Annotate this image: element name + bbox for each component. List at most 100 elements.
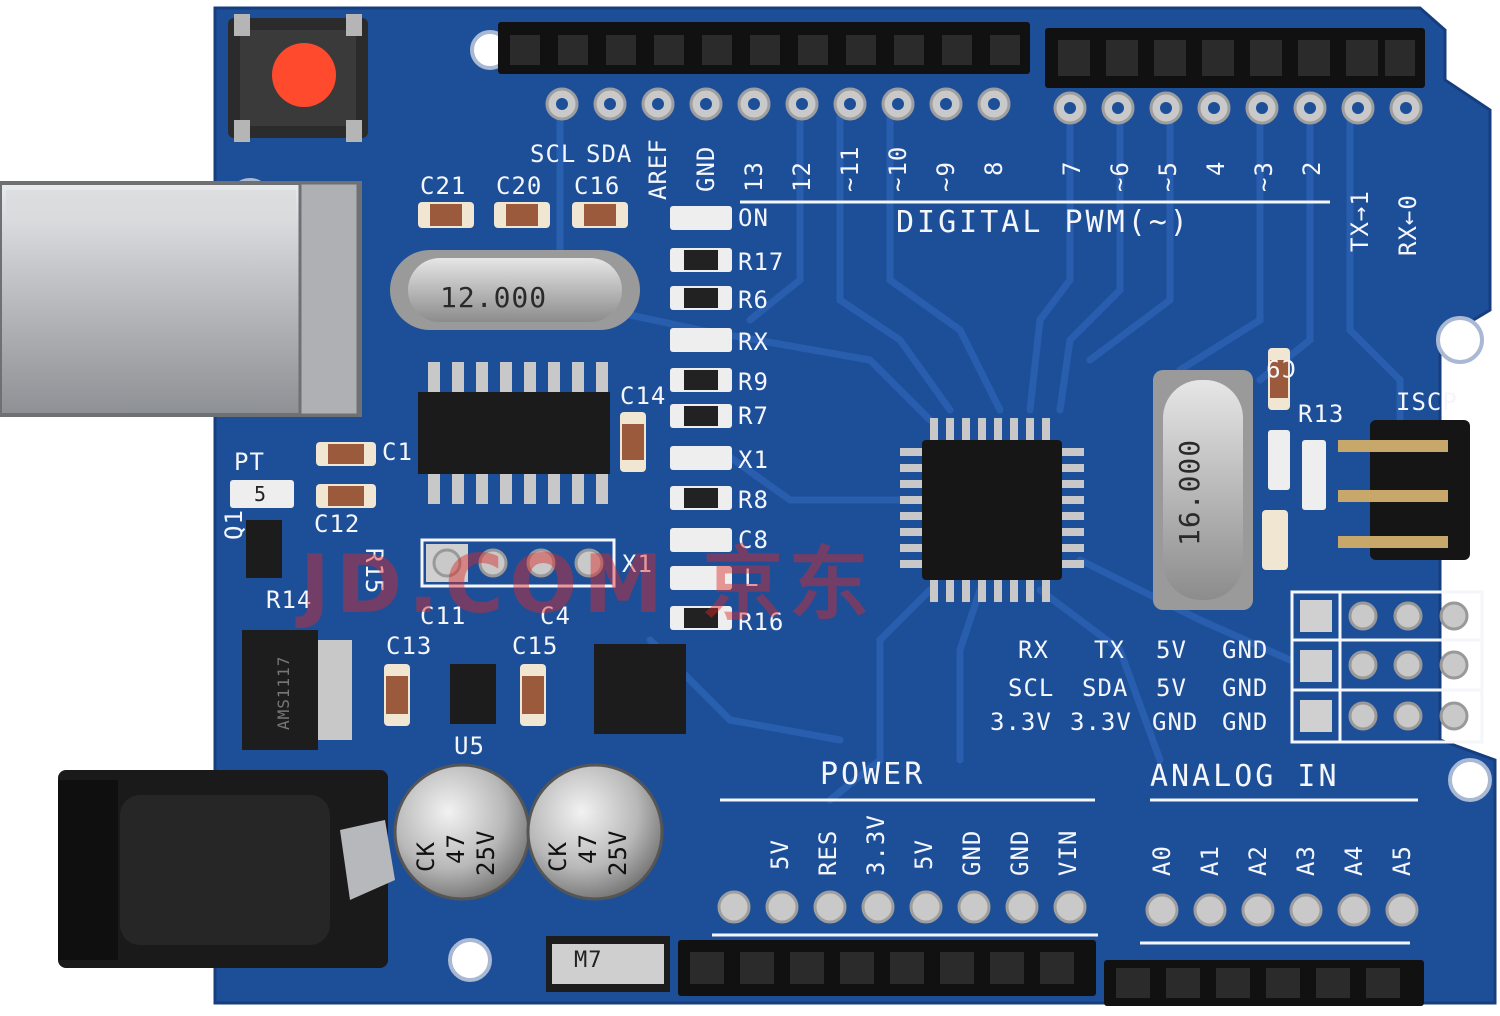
label-d7: 7 <box>1058 160 1086 176</box>
label-d3: ~3 <box>1250 161 1278 192</box>
label-a4: A4 <box>1340 845 1368 876</box>
cap2-47: 47 <box>574 833 602 864</box>
label-d12: 12 <box>788 161 816 192</box>
label-pt: PT <box>234 448 265 476</box>
table-r2-c1: SCL <box>1008 674 1055 702</box>
label-gnd-top: GND <box>692 145 720 192</box>
table-r3-c1: 3.3V <box>990 708 1052 736</box>
label-c20: C20 <box>496 172 543 200</box>
label-d5: ~5 <box>1154 161 1182 192</box>
label-c12: C12 <box>314 510 361 538</box>
label-d4: 4 <box>1202 160 1230 176</box>
label-r17: R17 <box>738 248 785 276</box>
table-r1-c4: GND <box>1222 636 1269 664</box>
label-a1: A1 <box>1196 845 1224 876</box>
label-r16: R16 <box>738 608 785 636</box>
label-q1: Q1 <box>220 509 248 540</box>
label-d6: ~6 <box>1106 161 1134 192</box>
cap2-ck: CK <box>544 841 572 872</box>
label-c11: C11 <box>420 602 467 630</box>
cap1-ck: CK <box>412 841 440 872</box>
cap1-47: 47 <box>442 833 470 864</box>
label-d11: ~11 <box>836 145 864 192</box>
reset-button[interactable] <box>228 14 368 142</box>
label-power: POWER <box>820 757 926 792</box>
label-a0: A0 <box>1148 845 1176 876</box>
dc-power-jack <box>58 770 395 968</box>
label-d10: ~10 <box>884 145 912 192</box>
label-r6: R6 <box>738 286 769 314</box>
label-iscp: ISCP <box>1396 388 1458 416</box>
label-c21: C21 <box>420 172 467 200</box>
label-c8: C8 <box>738 526 769 554</box>
header-sockets <box>510 35 1415 76</box>
atmega328p-chip <box>900 418 1084 602</box>
label-on: ON <box>738 204 769 232</box>
label-sda: SDA <box>586 140 633 168</box>
label-c15: C15 <box>512 632 559 660</box>
label-c14: C14 <box>620 382 667 410</box>
x1-header <box>420 538 616 588</box>
label-scl: SCL <box>530 140 577 168</box>
table-r2-c4: GND <box>1222 674 1269 702</box>
smd-components <box>230 202 1326 992</box>
label-l: L <box>744 564 760 592</box>
cap2-25v: 25V <box>604 829 632 876</box>
label-c13: C13 <box>386 632 433 660</box>
label-c1: C1 <box>382 438 413 466</box>
icsp-header <box>1338 420 1470 560</box>
label-aref: AREF <box>644 138 672 200</box>
table-r3-c3: GND <box>1152 708 1199 736</box>
label-analog-in: ANALOG IN <box>1150 759 1340 794</box>
power-analog-pads <box>717 890 1419 927</box>
label-r8: R8 <box>738 486 769 514</box>
label-d9: ~9 <box>932 161 960 192</box>
table-r1-c3: 5V <box>1156 636 1187 664</box>
label-tx1: TX→1 <box>1346 190 1374 252</box>
usb-serial-chip <box>418 362 610 504</box>
pcb-traces <box>556 106 1404 804</box>
label-pt-num: 5 <box>254 482 268 506</box>
digital-pin-holes <box>556 98 1412 114</box>
cap1-25v: 25V <box>472 829 500 876</box>
electrolytic-capacitors <box>393 763 664 901</box>
crystal-12-marking: 12.000 <box>440 281 548 314</box>
label-r13: R13 <box>1298 400 1345 428</box>
table-r1-c2: TX <box>1094 636 1125 664</box>
label-r9: R9 <box>738 368 769 396</box>
label-power-gnd1: GND <box>958 829 986 876</box>
label-d2: 2 <box>1298 160 1326 176</box>
table-r2-c3: 5V <box>1156 674 1187 702</box>
label-digital-pwm: DIGITAL PWM(~) <box>896 205 1191 240</box>
breakout-pad-grid <box>1290 590 1484 744</box>
label-u5: U5 <box>454 732 485 760</box>
label-power-5v2: 5V <box>910 839 938 870</box>
crystal-12mhz <box>390 250 640 330</box>
regulator-marking: AMS1117 <box>274 655 293 730</box>
label-power-res: RES <box>814 829 842 876</box>
label-c16: C16 <box>574 172 621 200</box>
label-d8: 8 <box>980 160 1008 176</box>
label-c9: C9 <box>1265 354 1296 382</box>
label-power-5v: 5V <box>766 839 794 870</box>
label-rx0: RX←0 <box>1394 194 1422 256</box>
label-r15: R15 <box>360 548 388 595</box>
usb-b-connector <box>0 181 362 417</box>
crystal-16-marking: 16.000 <box>1173 438 1206 546</box>
table-r1-c1: RX <box>1018 636 1049 664</box>
label-power-vin: VIN <box>1054 829 1082 876</box>
table-r3-c2: 3.3V <box>1070 708 1132 736</box>
label-power-gnd2: GND <box>1006 829 1034 876</box>
label-c4: C4 <box>540 602 571 630</box>
label-r7: R7 <box>738 402 769 430</box>
label-x1: X1 <box>738 446 769 474</box>
crystal-16mhz <box>1153 370 1253 610</box>
label-x1-header: X1 <box>622 550 653 578</box>
label-r14: R14 <box>266 586 313 614</box>
label-a3: A3 <box>1292 845 1320 876</box>
diode-marking: M7 <box>574 948 603 973</box>
label-rx-led: RX <box>738 328 769 356</box>
label-a2: A2 <box>1244 845 1272 876</box>
